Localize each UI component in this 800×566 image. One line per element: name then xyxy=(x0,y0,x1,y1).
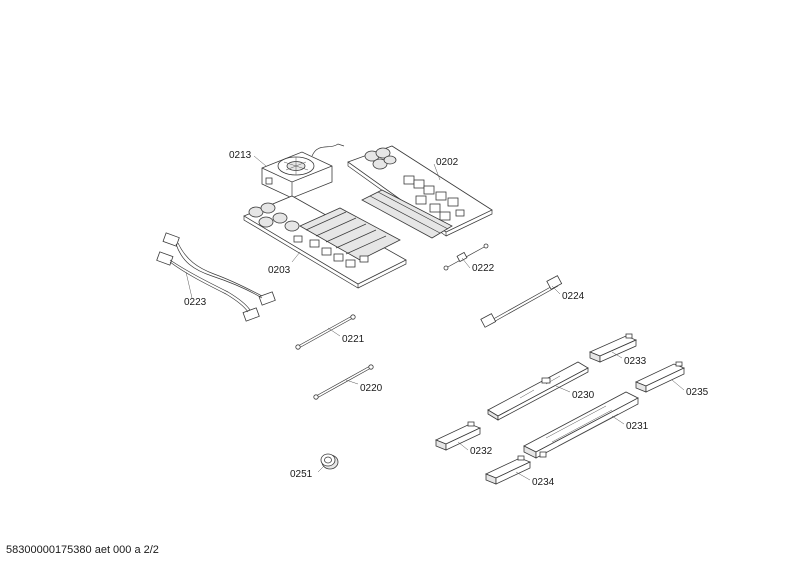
part-0233-bracket xyxy=(588,333,638,363)
label-0222: 0222 xyxy=(472,263,495,274)
part-0220-rod xyxy=(313,364,374,400)
document-footer: 58300000175380 aet 000 a 2/2 xyxy=(6,544,159,556)
label-0234: 0234 xyxy=(532,477,555,488)
part-0223-harness xyxy=(156,232,276,322)
leader-lines xyxy=(185,155,685,481)
label-0251: 0251 xyxy=(290,469,313,480)
label-0220: 0220 xyxy=(360,383,383,394)
label-0230: 0230 xyxy=(572,390,595,401)
part-0232-bracket xyxy=(434,421,482,451)
part-0235-bracket xyxy=(635,361,685,393)
label-0223: 0223 xyxy=(184,297,207,308)
label-0202: 0202 xyxy=(436,157,459,168)
label-0233: 0233 xyxy=(624,356,647,367)
label-0221: 0221 xyxy=(342,334,365,345)
label-0203: 0203 xyxy=(268,265,291,276)
part-0213-fan xyxy=(261,143,345,199)
part-0203-board xyxy=(243,195,407,289)
label-0224: 0224 xyxy=(562,291,585,302)
part-0221-rod xyxy=(295,314,356,350)
label-0232: 0232 xyxy=(470,446,493,457)
label-0213: 0213 xyxy=(229,150,252,161)
part-0230-profile xyxy=(487,361,589,421)
part-0231-profile xyxy=(523,391,639,459)
part-0202-board xyxy=(347,145,493,239)
label-0231: 0231 xyxy=(626,421,649,432)
part-0234-bracket xyxy=(484,455,532,485)
part-0251-bushing xyxy=(320,453,339,470)
label-0235: 0235 xyxy=(686,387,709,398)
part-0224-cable xyxy=(480,275,563,328)
